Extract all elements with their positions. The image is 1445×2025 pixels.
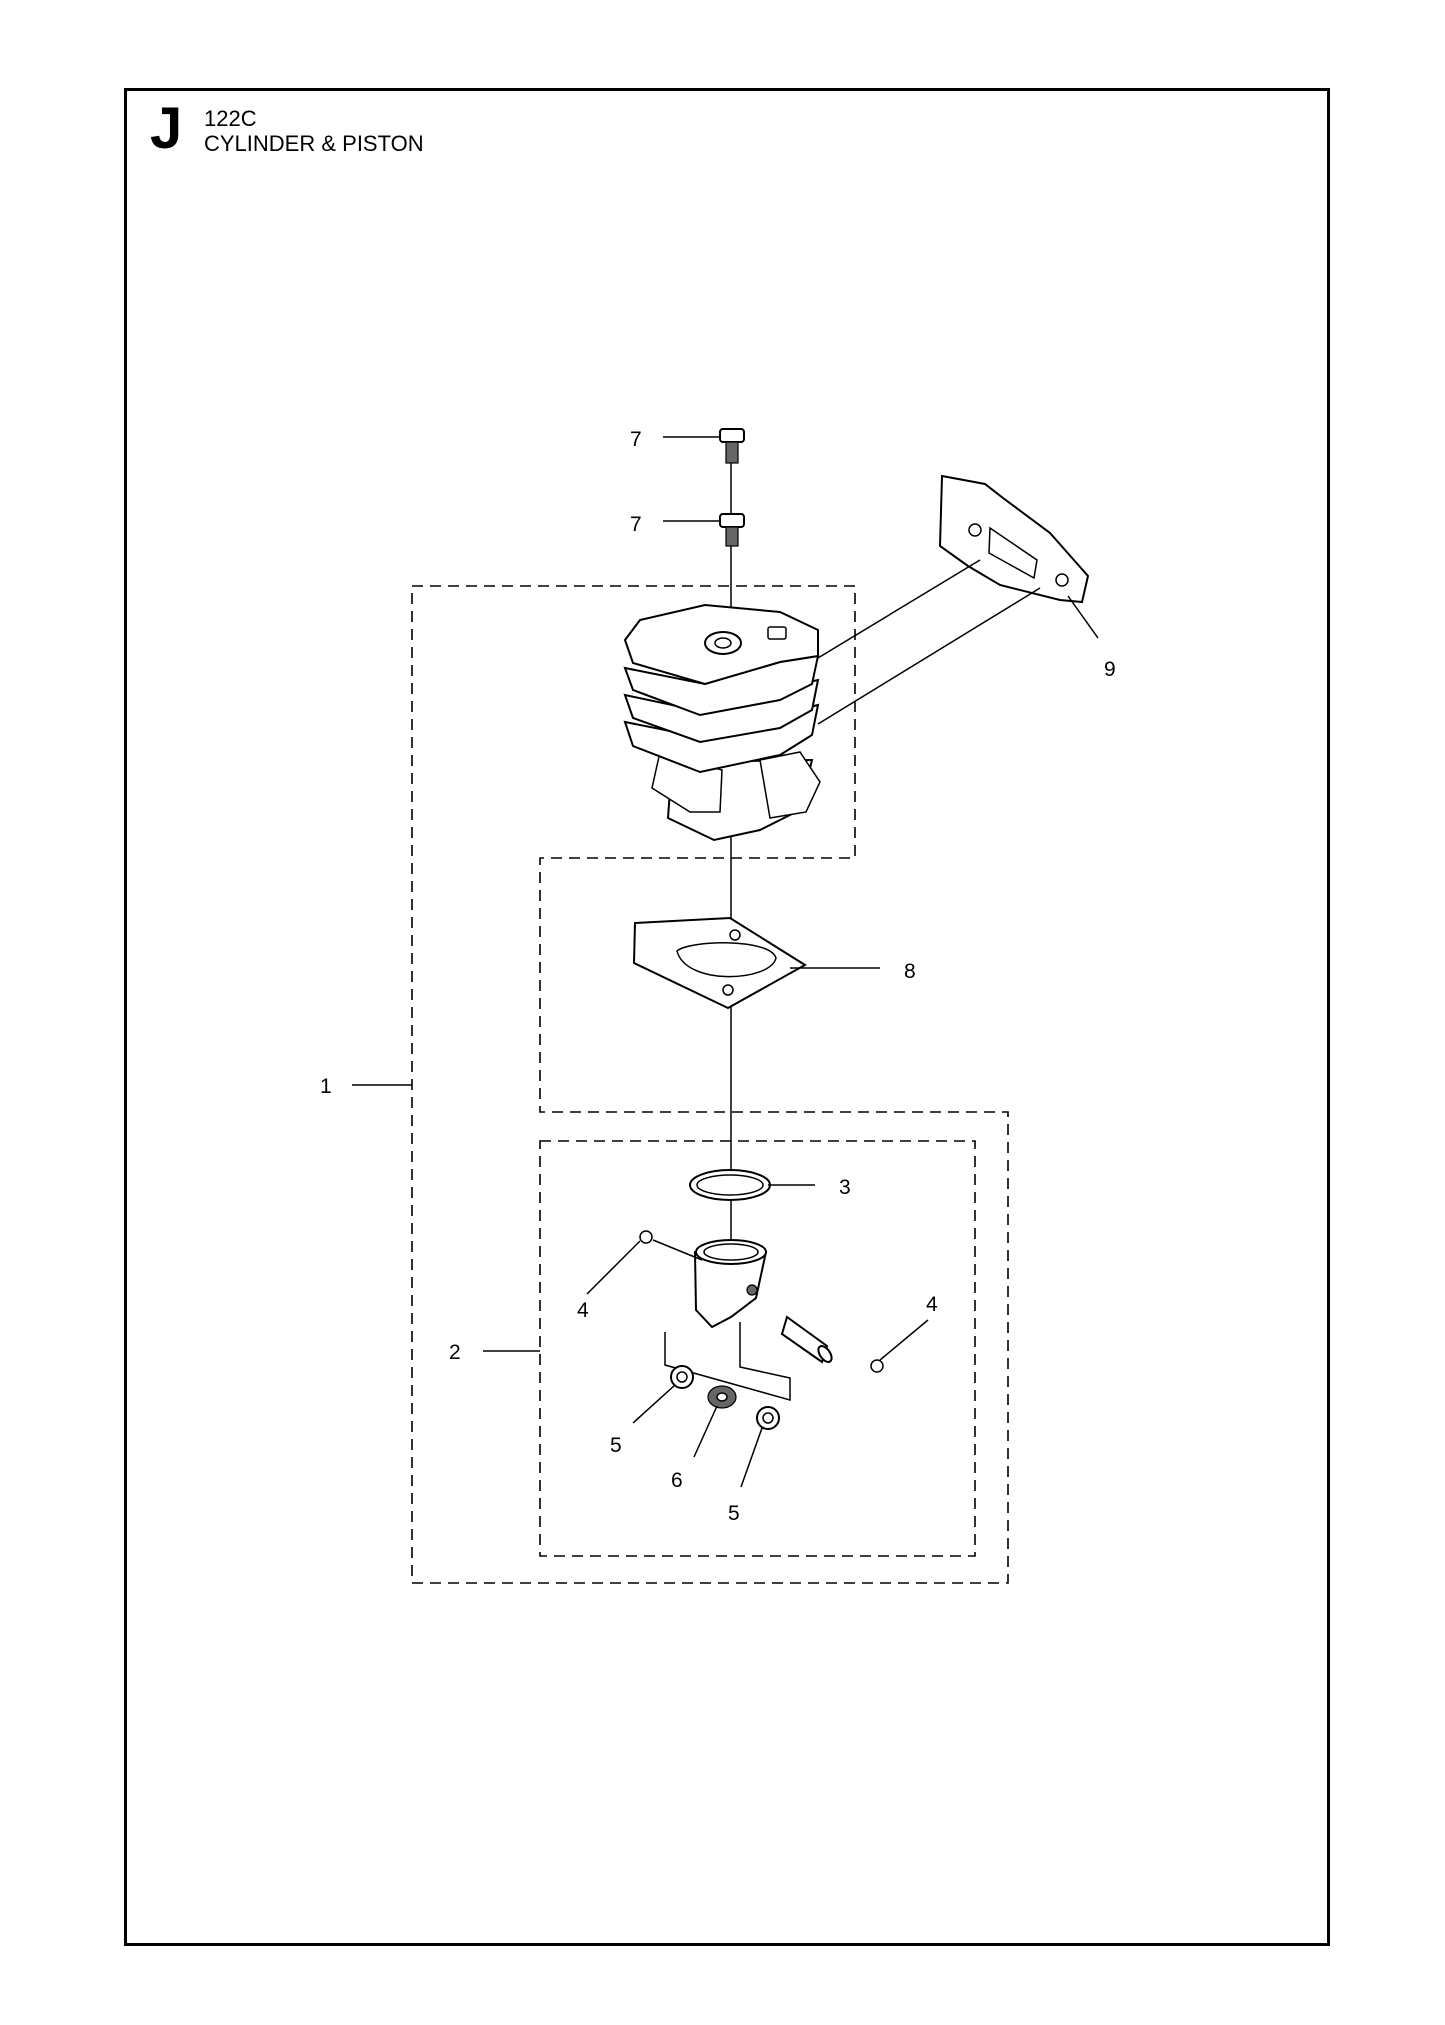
piston xyxy=(693,1239,768,1329)
screw-lower xyxy=(719,513,745,547)
gasket-alignment-line-lower xyxy=(817,587,1041,725)
leader-lines xyxy=(352,436,1099,1488)
thrust-washer-right xyxy=(756,1406,780,1430)
callout-9: 9 xyxy=(1104,658,1116,681)
piston-pin xyxy=(780,1315,833,1364)
piston-ring xyxy=(689,1169,771,1201)
group-boundary-piston-kit xyxy=(539,1140,976,1557)
group-boundary-cylinder-assembly xyxy=(411,585,1009,1584)
needle-bearing xyxy=(707,1385,737,1409)
callout-7-upper: 7 xyxy=(630,428,642,451)
circlip-right xyxy=(870,1359,884,1373)
exhaust-gasket xyxy=(938,474,1090,604)
model-number: 122C xyxy=(204,106,257,131)
callout-3: 3 xyxy=(839,1176,851,1199)
callout-6: 6 xyxy=(671,1469,683,1492)
callout-2: 2 xyxy=(449,1341,461,1364)
callout-4-right: 4 xyxy=(926,1293,938,1316)
callout-8: 8 xyxy=(904,960,916,983)
callout-7-lower: 7 xyxy=(630,513,642,536)
callout-5-right: 5 xyxy=(728,1502,740,1525)
callout-1: 1 xyxy=(320,1075,332,1098)
section-letter: J xyxy=(150,96,183,161)
cylinder xyxy=(623,603,821,842)
diagram-title: CYLINDER & PISTON xyxy=(204,131,424,156)
cylinder-base-gasket xyxy=(632,916,807,1010)
callout-5-left: 5 xyxy=(610,1434,622,1457)
circlip-left xyxy=(639,1230,653,1244)
thrust-washer-left xyxy=(670,1365,694,1389)
gasket-alignment-line-upper xyxy=(817,559,981,659)
page-frame xyxy=(124,88,1330,1946)
callout-4-left: 4 xyxy=(577,1299,589,1322)
screw-upper xyxy=(719,428,745,464)
bearing-bracket-line xyxy=(664,1322,791,1401)
